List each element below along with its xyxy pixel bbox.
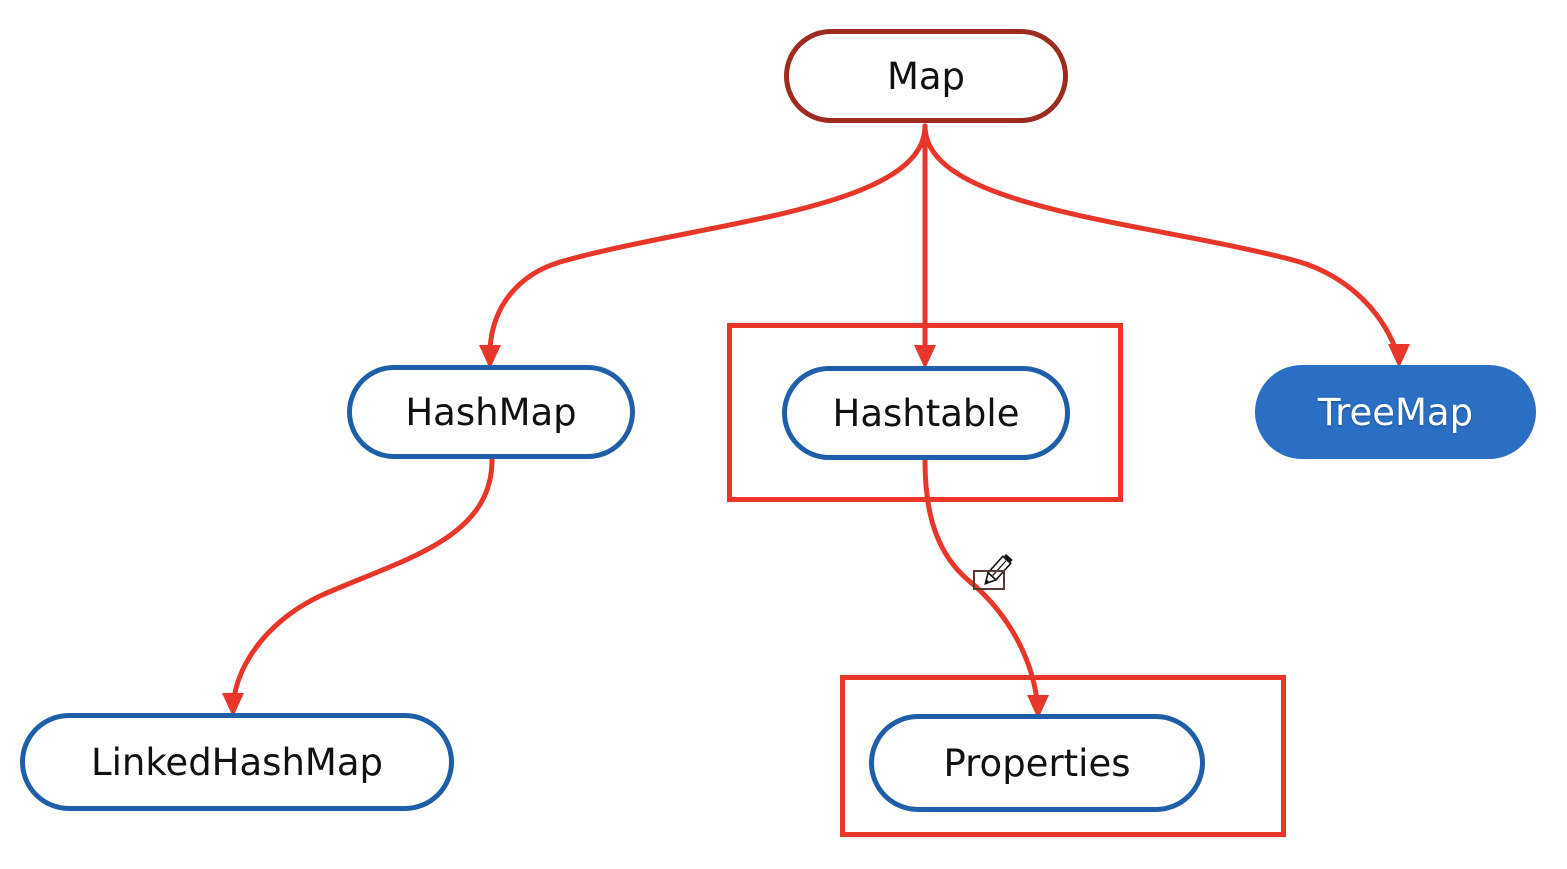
node-treemap[interactable]: TreeMap bbox=[1255, 365, 1536, 459]
node-hashmap[interactable]: HashMap bbox=[347, 365, 635, 459]
node-label-properties: Properties bbox=[943, 741, 1131, 785]
annotation-hashtable-highlight[interactable] bbox=[727, 323, 1123, 502]
node-map[interactable]: Map bbox=[784, 29, 1068, 123]
annotation-properties-highlight[interactable] bbox=[840, 675, 1286, 837]
node-label-hashmap: HashMap bbox=[405, 390, 577, 434]
node-label-map: Map bbox=[886, 54, 966, 98]
edge-hashmap-to-linkedhashmap[interactable] bbox=[222, 457, 495, 717]
node-label-treemap: TreeMap bbox=[1317, 390, 1474, 434]
node-linkedhashmap[interactable]: LinkedHashMap bbox=[20, 713, 454, 811]
node-properties[interactable]: Properties bbox=[869, 714, 1205, 812]
drag-selection-box bbox=[973, 570, 1005, 590]
node-label-hashtable: Hashtable bbox=[832, 391, 1020, 435]
node-hashtable[interactable]: Hashtable bbox=[782, 366, 1070, 460]
node-label-linkedhashmap: LinkedHashMap bbox=[90, 740, 383, 784]
